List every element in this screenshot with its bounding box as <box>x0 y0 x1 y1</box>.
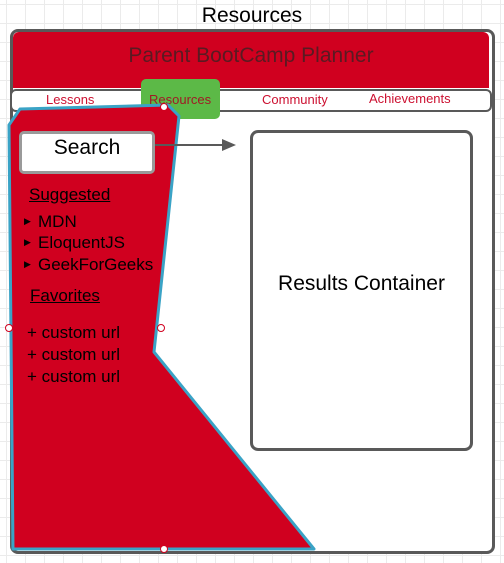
app-title: Parent BootCamp Planner <box>128 44 374 67</box>
triangle-right-icon: ▶ <box>24 237 31 247</box>
selection-handle-left <box>5 324 13 332</box>
favorite-custom-url[interactable]: + custom url <box>27 367 121 386</box>
tab-achievements[interactable]: Achievements <box>369 91 451 106</box>
selection-handle-top <box>160 103 168 111</box>
suggested-link-mdn[interactable]: MDN <box>38 212 77 231</box>
suggested-link-eloquentjs[interactable]: EloquentJS <box>38 233 125 252</box>
suggested-heading: Suggested <box>29 185 111 204</box>
tab-community[interactable]: Community <box>262 92 328 107</box>
search-label: Search <box>53 136 121 159</box>
favorite-custom-url[interactable]: + custom url <box>27 323 121 342</box>
selection-handle-right <box>157 324 165 332</box>
sidebar-panel-shape <box>7 103 316 551</box>
suggested-link-geekforgeeks[interactable]: GeekForGeeks <box>38 255 154 274</box>
results-label: Results Container <box>278 272 445 295</box>
triangle-right-icon: ▶ <box>24 259 31 269</box>
search-button[interactable] <box>19 131 155 174</box>
page-title: Resources <box>201 4 303 27</box>
arrow-right-icon <box>152 139 236 151</box>
triangle-right-icon: ▶ <box>24 216 31 226</box>
tab-lessons[interactable]: Lessons <box>46 92 95 107</box>
app-header <box>13 32 489 88</box>
selection-handle-bottom <box>160 545 168 553</box>
favorites-heading: Favorites <box>30 286 100 305</box>
results-container <box>250 130 473 451</box>
favorite-custom-url[interactable]: + custom url <box>27 345 121 364</box>
